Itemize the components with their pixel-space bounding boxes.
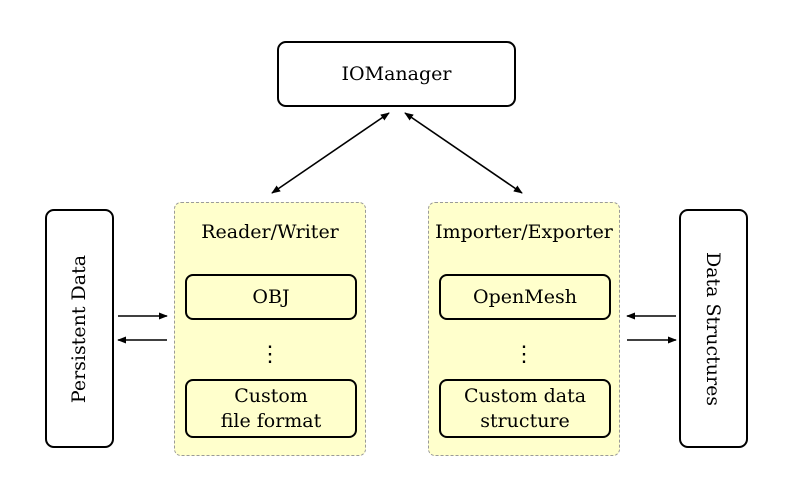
custom-data-structure-box: Custom data structure <box>439 379 611 438</box>
edge-iomanager-reader-writer <box>271 112 390 194</box>
persistent-data-label: Persistent Data <box>68 254 91 403</box>
obj-format-label: OBJ <box>252 285 290 308</box>
importer-exporter-ellipsis: ⋮ <box>513 342 535 367</box>
iomanager-node: IOManager <box>277 41 516 107</box>
edge-iomanager-importer-exporter <box>404 112 523 194</box>
custom-data-structure-label-line2: structure <box>480 409 570 432</box>
iomanager-label: IOManager <box>341 63 452 85</box>
data-structures-node: Data Structures <box>679 209 748 448</box>
data-structures-label: Data Structures <box>702 251 725 406</box>
openmesh-box: OpenMesh <box>439 274 611 320</box>
custom-file-format-label-line1: Custom <box>234 384 308 407</box>
obj-format-box: OBJ <box>185 274 357 320</box>
importer-exporter-group: Importer/Exporter OpenMesh ⋮ Custom data… <box>428 202 620 456</box>
persistent-data-node: Persistent Data <box>45 209 114 448</box>
custom-file-format-box: Custom file format <box>185 379 357 438</box>
reader-writer-title: Reader/Writer <box>201 221 339 243</box>
custom-data-structure-label-line1: Custom data <box>463 384 587 407</box>
custom-file-format-label-line2: file format <box>220 409 322 432</box>
openmesh-label: OpenMesh <box>473 285 577 308</box>
reader-writer-ellipsis: ⋮ <box>259 342 281 367</box>
importer-exporter-title: Importer/Exporter <box>435 221 613 243</box>
reader-writer-group: Reader/Writer OBJ ⋮ Custom file format <box>174 202 366 456</box>
